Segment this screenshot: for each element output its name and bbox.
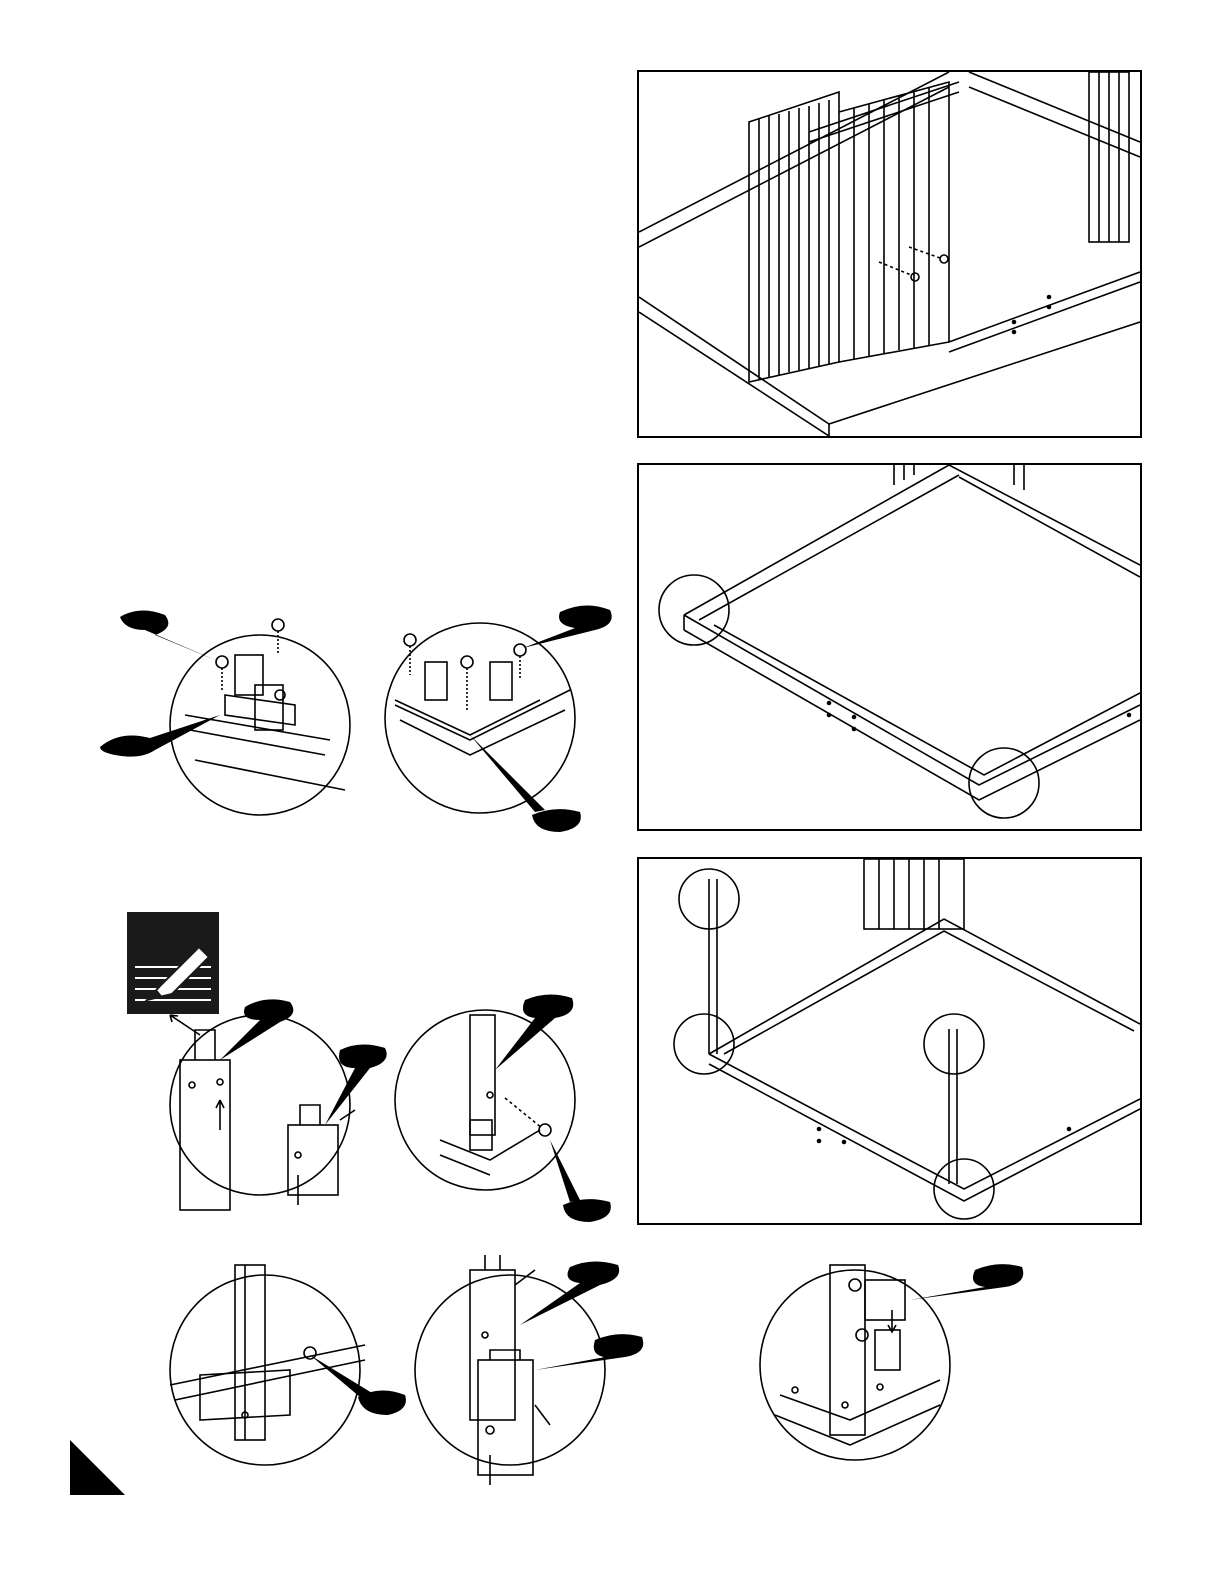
corner-post-illustration xyxy=(639,859,1140,1223)
callout-group-posts xyxy=(220,994,611,1222)
detail-circle-post-b xyxy=(395,1010,575,1190)
detail-circle-bottom-b xyxy=(415,1275,605,1465)
callout-bubble-12 xyxy=(910,1264,1023,1300)
callout-group-base xyxy=(100,605,612,832)
base-frame-illustration xyxy=(639,465,1140,829)
callout-bubble-11 xyxy=(535,1334,643,1370)
figure-corner-posts-raised xyxy=(637,857,1142,1225)
corner-triangle-marker xyxy=(70,1440,125,1495)
figure-panel-wall-install xyxy=(637,70,1142,438)
callout-bubble-5 xyxy=(220,999,293,1060)
detail-row-bottom xyxy=(150,1255,1070,1485)
wall-panel-illustration xyxy=(639,72,1140,436)
callout-bubble-2 xyxy=(100,715,220,757)
callout-bubble-7 xyxy=(495,994,573,1070)
detail-circle-bottom-c xyxy=(760,1270,950,1460)
callout-bubble-6 xyxy=(325,1044,387,1125)
callout-bubble-4 xyxy=(470,735,581,832)
detail-row-post-brackets xyxy=(150,990,630,1230)
detail-circle-post-a xyxy=(170,1015,350,1195)
figure-base-frame-corners xyxy=(637,463,1142,831)
detail-row-base-brackets xyxy=(95,600,635,840)
callout-bubble-9 xyxy=(310,1355,406,1415)
